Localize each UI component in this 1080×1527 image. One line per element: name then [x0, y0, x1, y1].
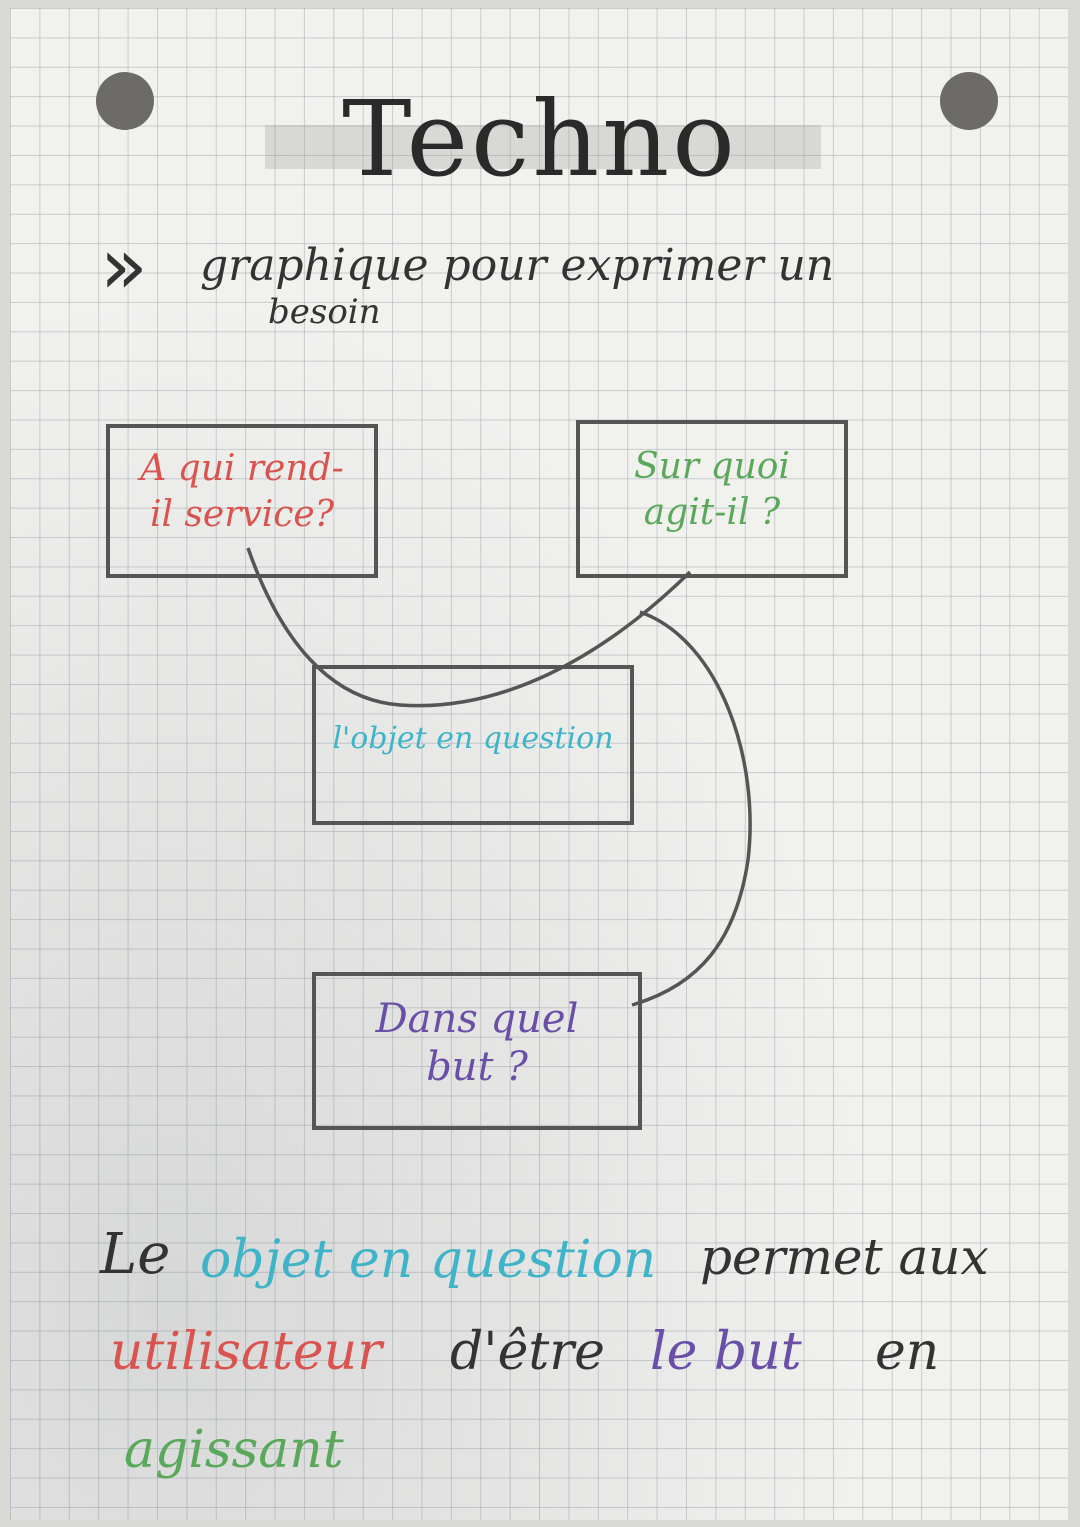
box-but-line-2: but ?: [426, 1044, 528, 1090]
binder-hole-right: [940, 72, 998, 130]
conclusion-le-but: le but: [650, 1322, 802, 1382]
conclusion-le: Le: [100, 1222, 171, 1287]
box-objet-en-question: l'objet en question: [312, 665, 634, 825]
connector-to-but: [631, 610, 752, 1007]
conclusion-agissant: agissant: [124, 1420, 344, 1480]
conclusion-utilisateur: utilisateur: [110, 1322, 382, 1382]
box-service-line-1: A qui rend-: [140, 448, 344, 489]
title-highlight: [265, 125, 821, 169]
page-title: Techno: [342, 78, 738, 200]
box-sur-quoi-agit-il: Sur quoi agit-il ?: [576, 420, 848, 578]
conclusion-en: en: [875, 1322, 940, 1382]
box-objet-text: l'objet en question: [332, 721, 614, 756]
box-but-line-1: Dans quel: [375, 996, 579, 1042]
heading-line-1: graphique pour exprimer un: [200, 240, 835, 291]
box-dans-quel-but: Dans quel but ?: [312, 972, 642, 1130]
box-agit-line-2: agit-il ?: [643, 492, 781, 533]
connector-service-to-agit: [246, 547, 692, 708]
binder-hole-left: [96, 72, 154, 130]
conclusion-obtenir: d'être: [450, 1322, 605, 1382]
box-service-line-2: il service?: [149, 494, 335, 535]
page-shadow: [10, 8, 1068, 1520]
notebook-page: [10, 8, 1068, 1520]
conclusion-objet: objet en question: [200, 1230, 657, 1290]
bullet-chevron-icon: »: [100, 222, 148, 312]
heading-line-2: besoin: [268, 292, 381, 332]
conclusion-permet: permet aux: [700, 1228, 989, 1286]
box-a-qui-rend-il-service: A qui rend- il service?: [106, 424, 378, 578]
box-agit-line-1: Sur quoi: [634, 446, 790, 487]
